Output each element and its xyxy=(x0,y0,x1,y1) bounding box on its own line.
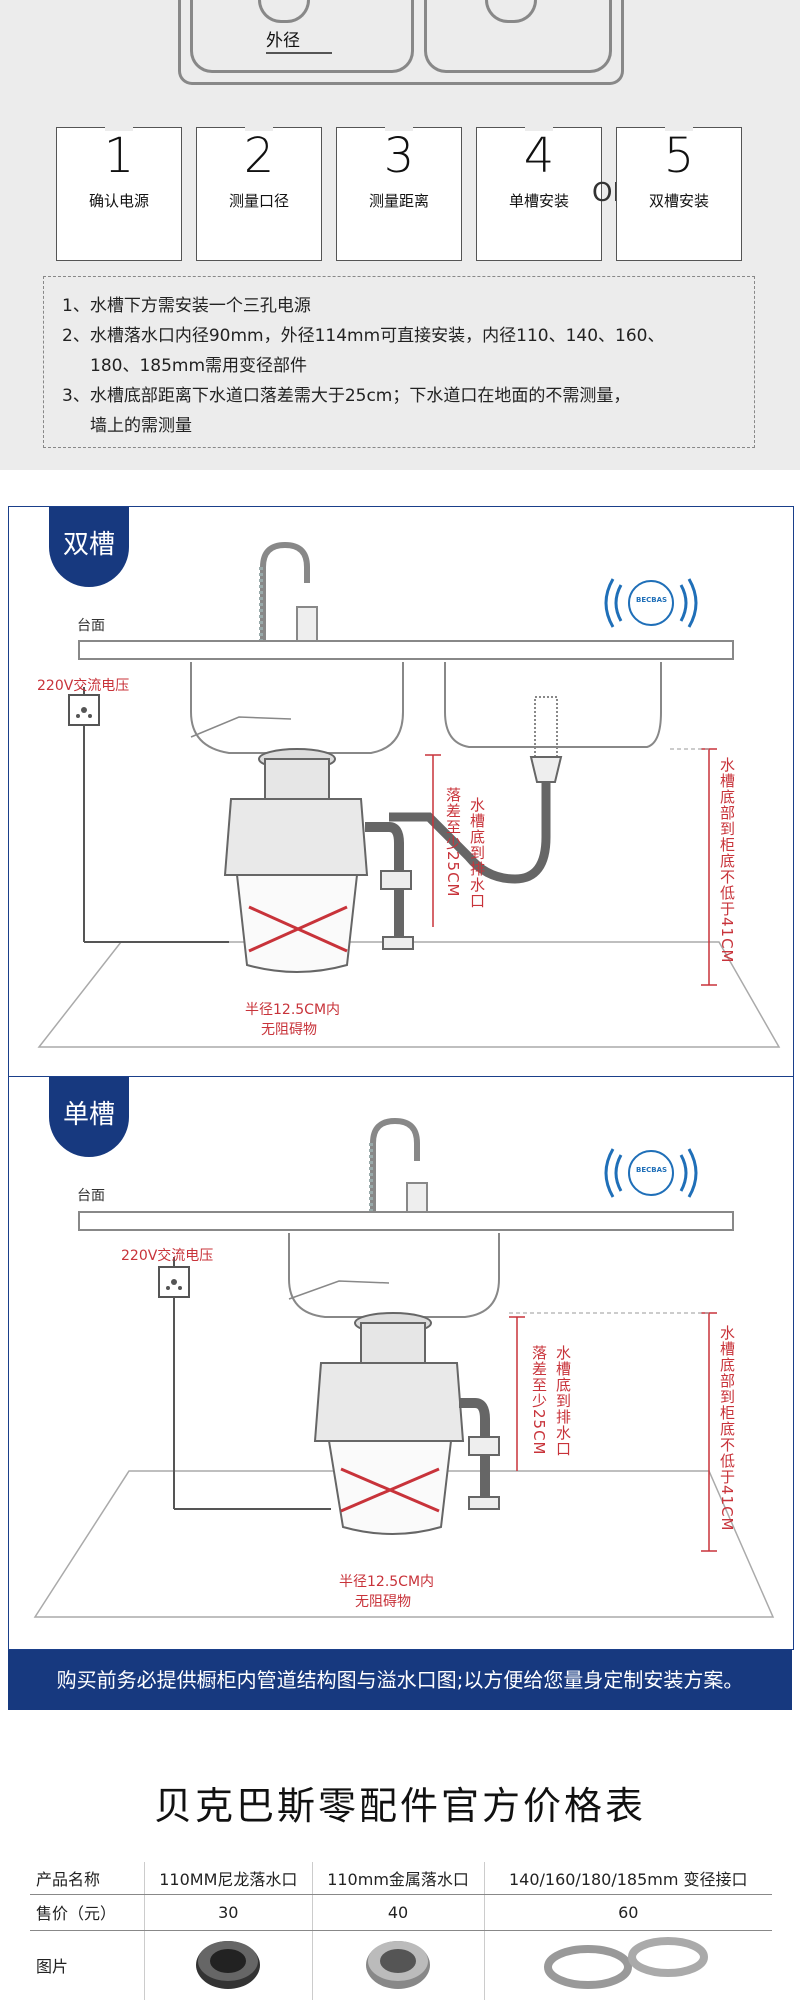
step-label: 双槽安装 xyxy=(617,190,741,211)
sink-outline xyxy=(178,0,624,85)
radius-label-1: 半径12.5CM内 xyxy=(339,1574,435,1590)
diagram-tab-double: 双槽 xyxy=(49,507,129,587)
price-table: 产品名称 110MM尼龙落水口 110mm金属落水口 140/160/180/1… xyxy=(30,1862,772,2000)
step-number: 5 xyxy=(663,128,695,184)
table-cell: 售价（元） xyxy=(30,1894,145,1931)
single-sink-diagram: 单槽 台面 220V交流电压 BECBAS 落差至少25CM 水槽底到排水口 水… xyxy=(8,1076,794,1650)
table-row: 产品名称 110MM尼龙落水口 110mm金属落水口 140/160/180/1… xyxy=(30,1862,772,1895)
note-line: 3、水槽底部距离下水道口落差需大于25cm；下水道口在地面的不需测量， xyxy=(62,386,631,406)
power-label: 220V交流电压 xyxy=(121,1248,214,1264)
sink-label-line xyxy=(266,52,332,54)
drop-label-b: 水槽底到排水口 xyxy=(468,797,486,909)
sink-outer-diameter-label: 外径 xyxy=(266,31,300,51)
step-2: 2 测量口径 xyxy=(196,127,322,261)
step-number: 3 xyxy=(383,128,415,184)
table-row: 图片 xyxy=(30,1930,772,2000)
step-4: 4 单槽安装 xyxy=(476,127,602,261)
countertop-label: 台面 xyxy=(77,1188,105,1204)
table-header-cell: 110mm金属落水口 xyxy=(311,1862,484,1895)
step-number: 2 xyxy=(243,128,275,184)
table-cell: 60 xyxy=(483,1894,772,1931)
drop-label-b: 水槽底到排水口 xyxy=(554,1345,572,1457)
drop-label-a: 落差至少25CM xyxy=(444,787,462,898)
adapter-rings-image xyxy=(544,1937,709,1990)
step-number: 4 xyxy=(523,128,555,184)
cabinet-height-label: 水槽底部到柜底不低于41CM xyxy=(718,757,736,964)
diagram-tab-single: 单槽 xyxy=(49,1077,129,1157)
double-sink-diagram: 双槽 台面 220V交流电压 BECBAS 落差至少25CM 水槽底到排水口 水… xyxy=(8,506,794,1078)
step-3: 3 测量距离 xyxy=(336,127,462,261)
radius-label-2: 无阻碍物 xyxy=(261,1022,317,1038)
power-label: 220V交流电压 xyxy=(37,678,130,694)
table-cell: 30 xyxy=(144,1894,313,1931)
nylon-drain-image xyxy=(196,1941,261,1990)
note-line: 2、水槽落水口内径90mm，外径114mm可直接安装，内径110、140、160… xyxy=(62,326,665,346)
table-row: 售价（元） 30 40 60 xyxy=(30,1894,772,1931)
table-header-cell: 产品名称 xyxy=(30,1862,145,1895)
table-header-cell: 110MM尼龙落水口 xyxy=(144,1862,313,1895)
note-line: 墙上的需测量 xyxy=(90,416,192,436)
step-label: 确认电源 xyxy=(57,190,181,211)
countertop-label: 台面 xyxy=(77,618,105,634)
steps-panel: 外径 1 确认电源 2 测量口径 3 测量距离 4 单槽安装 OR 5 双槽安装… xyxy=(0,0,800,470)
step-label: 单槽安装 xyxy=(477,190,601,211)
double-sink-drawing xyxy=(37,541,781,1048)
brand-label: BECBAS xyxy=(636,1166,668,1174)
step-label: 测量距离 xyxy=(337,190,461,211)
radius-label-1: 半径12.5CM内 xyxy=(245,1002,341,1018)
product-image-adapter xyxy=(483,1930,772,2000)
table-header-cell: 140/160/180/185mm 变径接口 xyxy=(483,1862,772,1895)
price-table-title: 贝克巴斯零配件官方价格表 xyxy=(153,1784,646,1828)
note-line: 180、185mm需用变径部件 xyxy=(90,356,308,376)
step-label: 测量口径 xyxy=(197,190,321,211)
table-cell: 图片 xyxy=(36,1957,69,1977)
product-image-nylon xyxy=(144,1930,313,2000)
metal-drain-image xyxy=(366,1941,431,1990)
notice-banner: 购买前务必提供橱柜内管道结构图与溢水口图;以方便给您量身定制安装方案。 xyxy=(8,1650,792,1710)
brand-label: BECBAS xyxy=(636,596,668,604)
single-sink-drawing xyxy=(33,1117,775,1618)
notes-box: 1、水槽下方需安装一个三孔电源 2、水槽落水口内径90mm，外径114mm可直接… xyxy=(43,276,755,448)
step-1: 1 确认电源 xyxy=(56,127,182,261)
note-line: 1、水槽下方需安装一个三孔电源 xyxy=(62,296,311,316)
sink-right-basin xyxy=(424,0,612,73)
step-5: 5 双槽安装 xyxy=(616,127,742,261)
sink-left-basin xyxy=(190,0,414,73)
radius-label-2: 无阻碍物 xyxy=(355,1594,411,1610)
step-number: 1 xyxy=(103,128,135,184)
cabinet-height-label: 水槽底部到柜底不低于41CM xyxy=(718,1325,736,1532)
product-image-metal xyxy=(311,1930,484,2000)
table-cell: 40 xyxy=(311,1894,484,1931)
drop-label-a: 落差至少25CM xyxy=(530,1345,548,1456)
